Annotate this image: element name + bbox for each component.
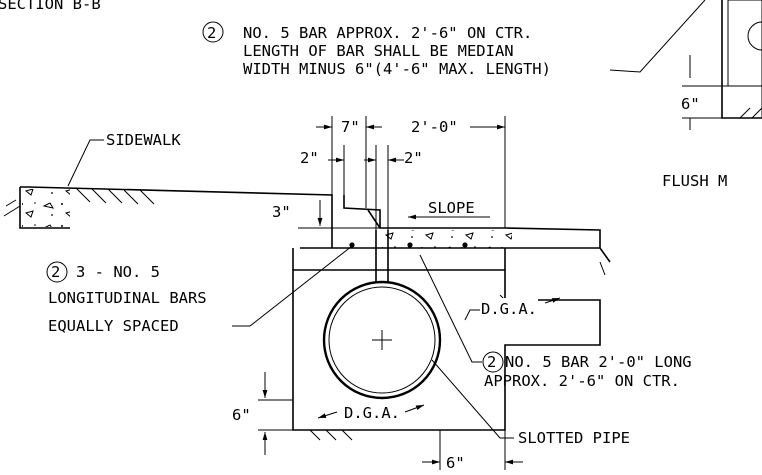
note-bar: 2 NO. 5 BAR 2'-0" LONG APPROX. 2'-6" ON …	[419, 254, 692, 390]
slope-label: SLOPE	[428, 199, 475, 217]
note-number-circle	[202, 21, 224, 43]
note-bar-number: 2	[487, 353, 496, 371]
dim-2in-right: 2"	[404, 149, 423, 167]
dga-right: D.G.A.	[481, 300, 537, 318]
sidewalk-leader	[67, 139, 104, 187]
note-top-line-1: NO. 5 BAR APPROX. 2'-6" ON CTR.	[243, 24, 532, 42]
dga-bottom-bg	[340, 402, 402, 424]
flush-label: FLUSH M	[662, 172, 727, 190]
note-longitudinal: 2 3 - NO. 5 LONGITUDINAL BARS EQUALLY SP…	[46, 245, 353, 335]
dimensions-bottom: 6" 6"	[232, 372, 523, 472]
dim-2ft: 2'-0"	[411, 118, 458, 136]
note-top-leader	[609, 0, 706, 73]
dim-6in-left: 6"	[232, 406, 251, 424]
note-long-number: 2	[51, 263, 60, 281]
slotted-pipe	[322, 230, 442, 400]
note-bar-line-2: APPROX. 2'-6" ON CTR.	[484, 372, 680, 390]
dim-6in-top-right: 6"	[681, 95, 700, 113]
longitudinal-bars	[349, 242, 468, 248]
dga-bottom: D.G.A.	[344, 404, 400, 422]
slotted-pipe-leader	[431, 359, 514, 439]
note-top-line-3: WIDTH MINUS 6"(4'-6" MAX. LENGTH)	[243, 60, 551, 78]
note-long-line-2: LONGITUDINAL BARS	[48, 289, 207, 307]
note-bar-line-1: NO. 5 BAR 2'-0" LONG	[505, 353, 692, 371]
note-long-line-1: 3 - NO. 5	[76, 263, 160, 281]
note-top-number: 2	[207, 24, 216, 42]
slotted-pipe-label: SLOTTED PIPE	[518, 429, 630, 447]
dga-right-bg	[478, 298, 538, 320]
trench	[292, 248, 601, 441]
section-title: SECTION B-B	[0, 0, 101, 13]
dim-7in: 7"	[341, 118, 360, 136]
note-long-line-3: EQUALLY SPACED	[48, 317, 179, 335]
note-top-line-2: LENGTH OF BAR SHALL BE MEDIAN	[243, 42, 514, 60]
note-long-leader	[232, 245, 353, 327]
flush-detail: 6" FLUSH M	[662, 0, 762, 190]
dim-2in-left: 2"	[300, 149, 319, 167]
note-top: 2 NO. 5 BAR APPROX. 2'-6" ON CTR. LENGTH…	[202, 0, 706, 78]
note-bar-leader	[419, 254, 482, 363]
sidewalk-label: SIDEWALK	[106, 131, 181, 149]
dimensions-top: 7" 2'-0" 2" 2" 3"	[272, 116, 506, 230]
sidewalk: SIDEWALK	[3, 131, 333, 248]
median-slab: SLOPE	[300, 195, 611, 276]
dim-6in-bottom: 6"	[446, 454, 465, 472]
dim-3in: 3"	[272, 203, 291, 221]
